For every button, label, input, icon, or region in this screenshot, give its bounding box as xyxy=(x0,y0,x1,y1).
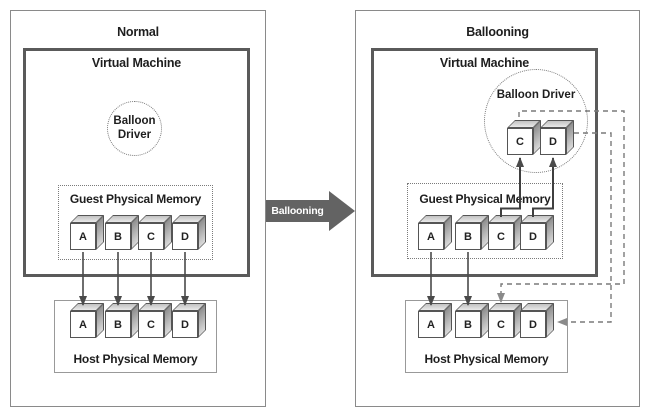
host-memory-box-right xyxy=(405,300,568,373)
cube-label: D xyxy=(172,311,198,338)
transition-arrow-body: Ballooning xyxy=(266,200,329,222)
guest-block-a-right: A xyxy=(418,215,452,250)
cube-side-face xyxy=(164,303,172,338)
cube-side-face xyxy=(566,120,574,155)
cube-side-face xyxy=(96,303,104,338)
guest-block-a-left: A xyxy=(70,215,104,250)
cube-label: B xyxy=(455,311,481,338)
balloon-block-d: D xyxy=(540,120,574,155)
ballooning-panel-title: Ballooning xyxy=(466,25,529,39)
guest-block-c-left: C xyxy=(138,215,172,250)
cube-label: C xyxy=(488,223,514,250)
normal-panel xyxy=(10,10,266,407)
cube-label: B xyxy=(105,223,131,250)
balloon-driver-label-line1: Balloon xyxy=(113,115,156,127)
cube-label: D xyxy=(520,311,546,338)
cube-label: A xyxy=(418,223,444,250)
host-block-d-right: D xyxy=(520,303,554,338)
guest-block-b-right: B xyxy=(455,215,489,250)
host-block-b-right: B xyxy=(455,303,489,338)
cube-side-face xyxy=(546,215,554,250)
cube-side-face xyxy=(164,215,172,250)
cube-label: C xyxy=(507,128,533,155)
cube-label: A xyxy=(70,223,96,250)
balloon-driver-circle-left: Balloon Driver xyxy=(107,101,162,156)
cube-label: C xyxy=(488,311,514,338)
transition-arrow-head-icon xyxy=(329,191,355,231)
host-block-c-right: C xyxy=(488,303,522,338)
cube-side-face xyxy=(444,215,452,250)
cube-side-face xyxy=(546,303,554,338)
host-block-a-left: A xyxy=(70,303,104,338)
balloon-driver-label-line2: Driver xyxy=(117,128,152,141)
balloon-block-c: C xyxy=(507,120,541,155)
cube-label: D xyxy=(172,223,198,250)
cube-side-face xyxy=(96,215,104,250)
guest-memory-box-left xyxy=(58,185,213,260)
cube-side-face xyxy=(444,303,452,338)
host-block-b-left: B xyxy=(105,303,139,338)
balloon-driver-label: Balloon Driver xyxy=(496,89,576,101)
ballooning-transition-arrow: Ballooning xyxy=(266,191,355,231)
cube-label: D xyxy=(520,223,546,250)
cube-label: C xyxy=(138,223,164,250)
guest-block-d-left: D xyxy=(172,215,206,250)
cube-label: A xyxy=(418,311,444,338)
cube-label: C xyxy=(138,311,164,338)
guest-memory-label-left: Guest Physical Memory xyxy=(69,192,202,206)
guest-block-c-right: C xyxy=(488,215,522,250)
guest-block-d-right: D xyxy=(520,215,554,250)
normal-panel-title: Normal xyxy=(117,25,159,39)
host-memory-label-left: Host Physical Memory xyxy=(73,352,198,366)
virtual-machine-box-left xyxy=(23,48,250,277)
cube-label: A xyxy=(70,311,96,338)
guest-block-b-left: B xyxy=(105,215,139,250)
virtual-machine-label-right: Virtual Machine xyxy=(439,56,530,70)
cube-label: B xyxy=(105,311,131,338)
host-block-a-right: A xyxy=(418,303,452,338)
guest-memory-label-right: Guest Physical Memory xyxy=(419,192,551,206)
host-memory-box-left xyxy=(54,300,217,373)
cube-side-face xyxy=(198,303,206,338)
cube-label: B xyxy=(455,223,481,250)
virtual-machine-label-left: Virtual Machine xyxy=(91,56,182,70)
transition-arrow-label: Ballooning xyxy=(271,205,324,217)
cube-label: D xyxy=(540,128,566,155)
host-memory-label-right: Host Physical Memory xyxy=(424,352,549,366)
host-block-d-left: D xyxy=(172,303,206,338)
cube-side-face xyxy=(198,215,206,250)
host-block-c-left: C xyxy=(138,303,172,338)
